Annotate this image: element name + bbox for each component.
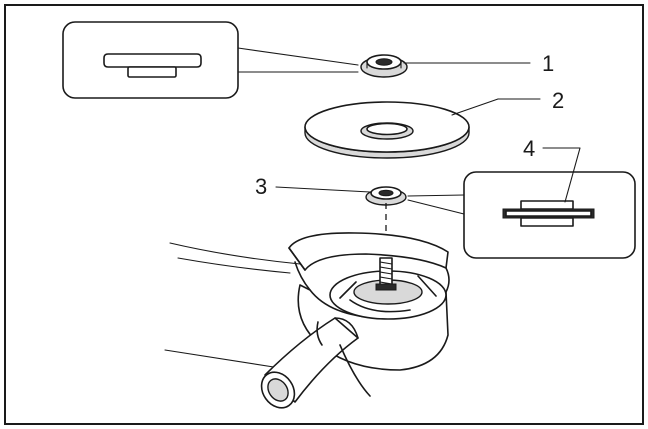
- callout-number-2: 2: [552, 88, 564, 113]
- leader-line-2: [451, 98, 499, 116]
- grinder-tool: [164, 232, 450, 409]
- leader-line-4: [542, 147, 581, 203]
- lock-nut-part: [360, 54, 408, 78]
- diagram-border: [4, 4, 644, 425]
- callout-number-3: 3: [255, 174, 267, 199]
- callout-number-4: 4: [523, 136, 535, 161]
- grinding-disc-part: [304, 101, 470, 159]
- detail-view-lock-nut: [62, 21, 359, 99]
- callout-number-1: 1: [542, 51, 554, 76]
- leader-line-3: [275, 186, 371, 193]
- detail-view-inner-flange: [407, 171, 636, 259]
- inner-flange-part: [365, 186, 407, 206]
